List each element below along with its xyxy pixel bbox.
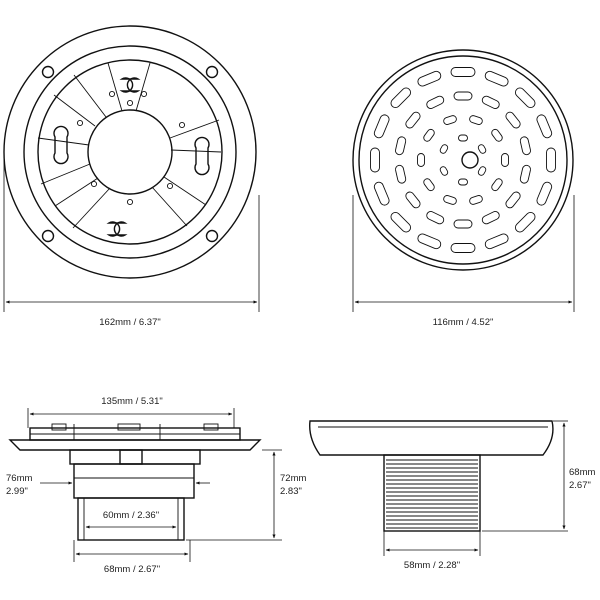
grate-slot [519,164,531,184]
body-height-label-1: 76mm [6,473,32,484]
bolt-spacing-dimension: 135mm / 5.31" [27,396,235,428]
grate-slot [505,191,521,209]
grate-slot [481,211,500,225]
grate-diameter-dimension: 116mm / 4.52" [352,195,575,328]
body-height-label-2: 2.99" [6,486,28,497]
grate-slot [469,115,483,125]
grate-slot [439,144,449,154]
grate-slot [453,219,473,229]
grate-slot [458,178,468,186]
total-height-label-2: 2.83" [280,486,302,497]
grate-slot [443,195,457,205]
total-height-dimension: 72mm 2.83" [186,449,306,541]
grate-slot [417,70,442,87]
grate-diameter-label: 116mm / 4.52" [433,317,494,328]
flange-top-view [3,25,257,279]
inner-diameter-label: 60mm / 2.36" [103,510,159,521]
grate-slot [491,178,503,192]
grate-slot [450,243,476,253]
grate-slot [505,111,521,129]
grate-slot [514,87,536,109]
grate-slot [477,144,487,154]
grate-slot [536,114,553,139]
grate-slot [417,233,442,250]
grate-height-label-1: 68mm [569,467,595,478]
grate-slot [469,195,483,205]
grate-slot [373,181,390,206]
flange-diameter-label: 162mm / 6.37" [99,317,160,328]
grate-slot [519,136,531,156]
grate-slot [373,114,390,139]
thread-diameter-label: 58mm / 2.28" [404,560,460,571]
grate-slot [423,128,435,142]
grate-slot [405,191,421,209]
grate-slot [491,128,503,142]
grate-slot [450,67,476,77]
grate-slot [484,233,509,250]
total-height-label-1: 72mm [280,473,306,484]
grate-slot [426,211,445,225]
grate-slot [390,211,412,233]
grate-side-view [309,420,554,532]
grate-slot [453,91,473,101]
grate-top-view [352,49,574,271]
grate-slot [417,153,425,167]
grate-slot [426,95,445,109]
thread-diameter-dimension: 58mm / 2.28" [383,531,481,571]
grate-slot [390,87,412,109]
grate-slot [477,166,487,176]
flange-diameter-dimension: 162mm / 6.37" [3,155,260,328]
grate-slot [405,111,421,129]
outer-diameter-label: 68mm / 2.67" [104,564,160,575]
grate-slot [370,147,380,173]
grate-slot [423,178,435,192]
grate-slot [536,181,553,206]
grate-slot [484,70,509,87]
grate-slot [443,115,457,125]
bolt-spacing-label: 135mm / 5.31" [101,396,162,407]
grate-slot [546,147,556,173]
grate-slot [481,95,500,109]
grate-slot [395,136,407,156]
outer-diameter-dimension: 68mm / 2.67" [73,540,191,575]
grate-height-label-2: 2.67" [569,480,591,491]
grate-slot [439,166,449,176]
grate-height-dimension: 68mm 2.67" [482,420,595,532]
grate-slot [395,164,407,184]
grate-slot [458,134,468,142]
drain-side-view [8,423,262,541]
inner-diameter-dimension: 60mm / 2.36" [85,510,177,529]
grate-slot [501,153,509,167]
grate-slot [514,211,536,233]
body-height-dimension: 76mm 2.99" [6,473,210,497]
